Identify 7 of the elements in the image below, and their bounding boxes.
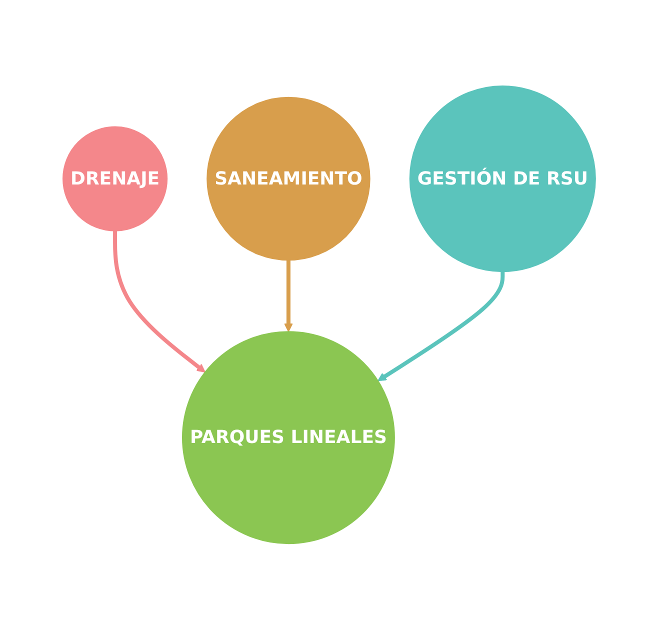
arrow (112, 230, 206, 372)
node-circle: DRENAJE (62, 126, 168, 232)
arrow (377, 271, 504, 381)
node-circle: GESTIÓN DE RSU (409, 85, 596, 272)
node-circle: SANEAMIENTO (206, 96, 370, 260)
node-circle: PARQUES LINEALES (182, 330, 395, 544)
arrow (284, 260, 293, 332)
